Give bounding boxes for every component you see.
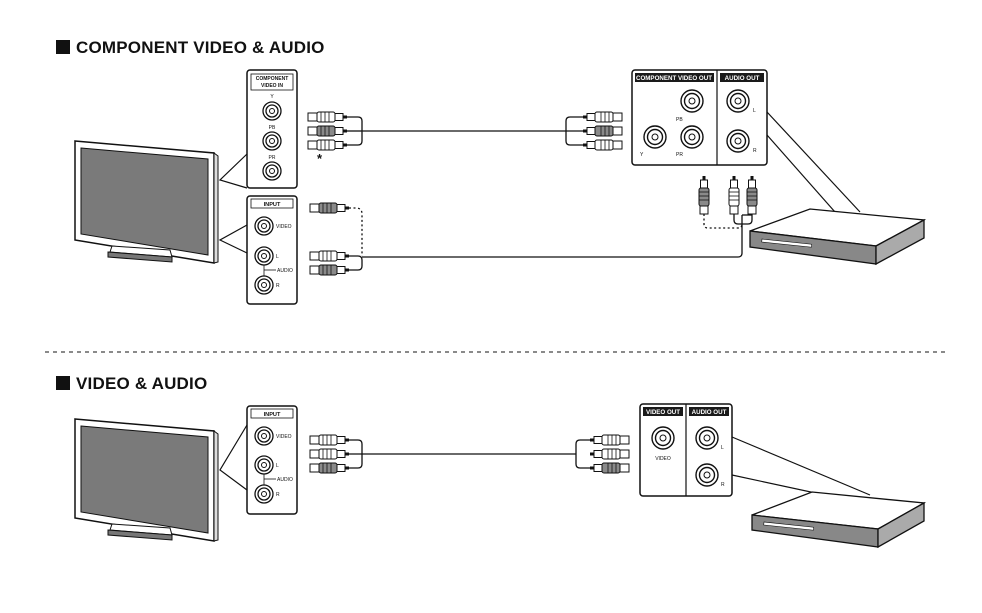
television-2	[74, 418, 219, 542]
input-header-2: INPUT	[264, 412, 281, 418]
square-bullet-icon	[56, 40, 70, 54]
jack-video-icon	[254, 216, 274, 236]
panel-header-line1: COMPONENT	[256, 76, 289, 82]
jack-label-r-2: R	[276, 492, 280, 498]
asterisk-note: *	[317, 151, 323, 166]
jack-audio-l-icon	[254, 246, 274, 266]
jack-label-pr-out: PR	[676, 152, 683, 158]
jack-label-video-out: VIDEO	[655, 456, 671, 462]
jack-pr-icon	[262, 161, 282, 181]
jack-audio-r-icon	[254, 275, 274, 295]
jack-y-out-icon	[643, 125, 667, 149]
video-out-header: VIDEO OUT	[646, 409, 680, 416]
jack-label-pb-out: PB	[676, 117, 683, 123]
dvd-player-2	[751, 491, 927, 549]
player-output-panel-1: COMPONENT VIDEO OUT AUDIO OUT PB Y PR L …	[631, 69, 768, 166]
tv-input-panel-2: INPUT VIDEO L AUDIO R	[246, 405, 298, 515]
jack-pb-out-icon	[680, 89, 704, 113]
jack-video-out-icon	[651, 426, 675, 450]
television-1	[74, 140, 219, 264]
audio-out-header-2: AUDIO OUT	[692, 409, 727, 416]
section-title-component: COMPONENT VIDEO & AUDIO	[56, 38, 325, 58]
jack-label-l: L	[276, 254, 279, 260]
jack-pb-icon	[262, 131, 282, 151]
tv-input-panel-1: INPUT VIDEO L AUDIO R	[246, 195, 298, 305]
jack-pr-out-icon	[680, 125, 704, 149]
jack-audio-l-out-icon	[726, 89, 750, 113]
panel-header-line2: VIDEO IN	[261, 83, 283, 89]
component-cable-right-plugs	[582, 111, 623, 151]
tv-component-video-in-panel: COMPONENT VIDEO IN Y PB PR	[246, 69, 298, 189]
jack-audio-l-out-icon	[695, 426, 719, 450]
jack-label-r-out-2: R	[721, 482, 725, 488]
section-title-text: COMPONENT VIDEO & AUDIO	[76, 38, 325, 57]
jack-label-l-2: L	[276, 463, 279, 469]
audio-out-header-1: AUDIO OUT	[725, 75, 760, 82]
jack-label-pr: PR	[269, 155, 276, 161]
component-video-out-header: COMPONENT VIDEO OUT	[636, 75, 712, 82]
jack-label-r-out: R	[753, 148, 757, 154]
section-title-video-audio: VIDEO & AUDIO	[56, 374, 207, 394]
section-title-text: VIDEO & AUDIO	[76, 374, 208, 393]
jack-label-y: Y	[270, 94, 274, 100]
jack-label-l-out-2: L	[721, 445, 724, 451]
jack-y-icon	[262, 101, 282, 121]
player-side-plugs-1	[698, 175, 758, 215]
jack-label-r: R	[276, 283, 280, 289]
jack-audio-r-out-icon	[726, 129, 750, 153]
input-header: INPUT	[264, 202, 281, 208]
av-cable-right-plugs-2	[589, 434, 630, 474]
jack-label-audio: AUDIO	[277, 268, 293, 274]
jack-label-video-2: VIDEO	[276, 434, 292, 440]
jack-label-video: VIDEO	[276, 224, 292, 230]
jack-label-y-out: Y	[640, 152, 644, 158]
jack-audio-r-icon	[254, 484, 274, 504]
jack-label-audio-2: AUDIO	[277, 477, 293, 483]
audio-video-cable-left-plugs	[309, 202, 350, 276]
jack-audio-r-out-icon	[695, 463, 719, 487]
av-cable-left-plugs-2	[309, 434, 350, 474]
dvd-player-1	[749, 208, 927, 266]
square-bullet-icon	[56, 376, 70, 390]
jack-audio-l-icon	[254, 455, 274, 475]
jack-label-pb: PB	[269, 125, 276, 131]
component-cable-left-plugs: *	[307, 111, 348, 166]
jack-label-l-out: L	[753, 108, 756, 114]
jack-video-icon	[254, 426, 274, 446]
player-output-panel-2: VIDEO OUT AUDIO OUT VIDEO L R	[639, 403, 733, 497]
